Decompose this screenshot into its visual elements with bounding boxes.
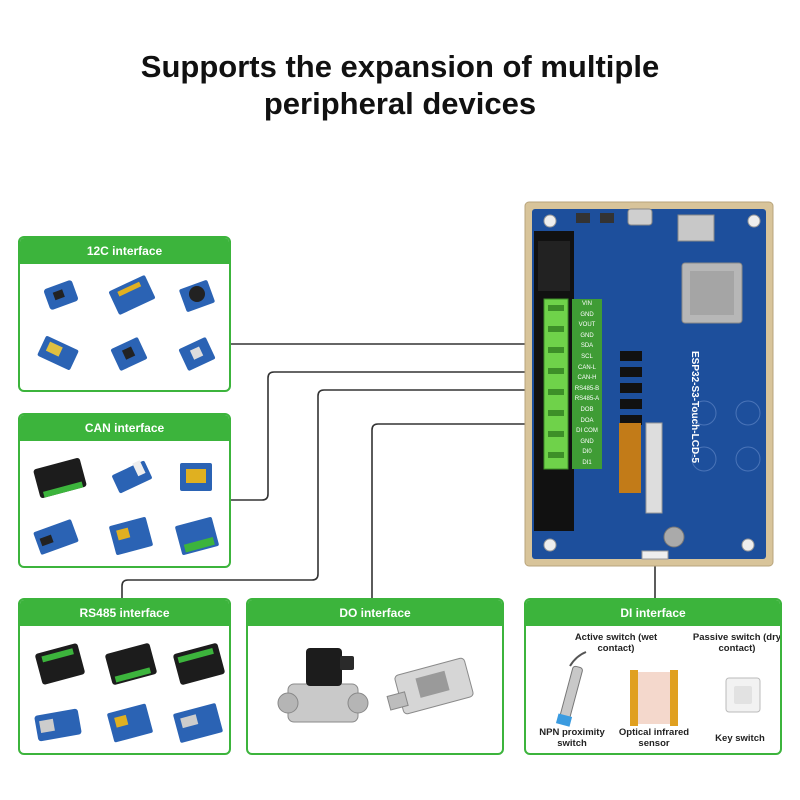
mount-hole-br (741, 538, 755, 552)
rs485-io-icon (173, 643, 225, 685)
proximity-switch-icon (555, 651, 587, 727)
display-module-icon (37, 336, 79, 370)
headline: Supports the expansion of multiple perip… (0, 48, 800, 122)
can-board-icon (33, 519, 79, 555)
gyro-module-icon (110, 337, 148, 371)
panel-rs485: RS485 interface (18, 598, 231, 755)
panel-i2c: 12C interface (18, 236, 231, 392)
pin-label: VIN (581, 301, 592, 307)
pin-label: DI COM (576, 428, 598, 435)
panel-can-title: CAN interface (20, 415, 229, 441)
button-1 (576, 213, 590, 223)
sensor-module-icon (43, 280, 79, 310)
rs485-db9-icon (173, 703, 223, 743)
wire-can (230, 371, 560, 501)
rtc-battery (663, 526, 685, 548)
wire-do (371, 423, 560, 598)
pin-label: VOUT (578, 322, 596, 329)
optical-infrared-sensor-label: Optical infrared sensor (618, 727, 690, 749)
touch-pad-2 (735, 400, 761, 426)
board-model-label: ESP32-S3-Touch-LCD-5 (689, 351, 700, 464)
touch-pad-4 (735, 446, 761, 472)
pin-label: CAN-H (577, 375, 597, 382)
pin-label: GND (580, 311, 594, 318)
i2c-modules (37, 275, 216, 371)
pin-label-strip (572, 299, 602, 469)
npn-proximity-switch-label: NPN proximity switch (539, 727, 605, 749)
sd-slot (677, 214, 715, 242)
rs485-modules (34, 643, 225, 743)
pin-label: RS485-A (574, 396, 600, 403)
esp32-board: VIN GND VOUT GND SDA SCL CAN-L CAN-H RS4… (524, 201, 774, 567)
pin-label: GND (580, 438, 594, 445)
light-sensor-module-icon (178, 337, 216, 371)
pin-label: DOB (580, 406, 594, 413)
pin-label: DOA (580, 417, 594, 424)
key-switch-icon (725, 677, 761, 713)
mount-hole-tl (543, 214, 557, 228)
panel-rs485-title: RS485 interface (20, 600, 229, 626)
active-switch-label: Active switch (wet contact) (574, 632, 658, 654)
panel-do-title: DO interface (248, 600, 502, 626)
button-2 (600, 213, 614, 223)
key-switch-label: Key switch (715, 733, 765, 744)
can-expansion-icon (109, 517, 153, 555)
pin-label: SCL (581, 353, 593, 360)
rs485-converter-icon (35, 643, 85, 685)
passive-switch-label: Passive switch (dry contact) (692, 632, 782, 654)
can-terminal-icon (175, 517, 219, 555)
pin-label: DI0 (582, 449, 592, 456)
usb-c-port (627, 208, 653, 226)
mount-hole-tr (747, 214, 761, 228)
do-devices (277, 648, 474, 723)
infrared-sensor-icon (630, 670, 678, 726)
panel-do: DO interface (246, 598, 504, 755)
rs485-hat-icon (107, 703, 153, 743)
panel-can: CAN interface (18, 413, 231, 568)
pin-label: GND (580, 332, 594, 339)
can-hat-icon (180, 463, 212, 491)
touch-pad-3 (691, 446, 717, 472)
touch-pad-1 (691, 400, 717, 426)
can-gateway-icon (33, 457, 87, 499)
pin-label: DI1 (582, 459, 592, 466)
headline-line-1: Supports the expansion of multiple (140, 49, 660, 84)
pin-label: RS485-B (574, 385, 600, 392)
pin-labels: VIN GND VOUT GND SDA SCL CAN-L CAN-H RS4… (572, 299, 602, 469)
pin-label: CAN-L (577, 364, 596, 371)
solenoid-valve-icon (277, 648, 369, 723)
panel-i2c-title: 12C interface (20, 238, 229, 264)
mount-hole-bl (543, 538, 557, 552)
can-transceiver-icon (112, 460, 152, 494)
rtc-module-icon (109, 275, 155, 315)
rs485-relay-icon (105, 643, 157, 685)
electric-lock-icon (386, 657, 474, 715)
camera-module-icon (179, 280, 215, 312)
panel-di: DI interface Active switch (wet contact)… (524, 598, 782, 755)
di-devices (555, 651, 761, 727)
terminal-block (543, 298, 569, 470)
panel-di-title: DI interface (526, 600, 780, 626)
wire-rs485 (121, 389, 560, 598)
can-modules (33, 457, 219, 555)
rs485-usb-icon (34, 708, 82, 742)
pin-label: SDA (580, 343, 594, 350)
di-connector (641, 550, 669, 560)
ribbon-connector (619, 423, 641, 493)
headline-line-2: peripheral devices (263, 86, 537, 121)
